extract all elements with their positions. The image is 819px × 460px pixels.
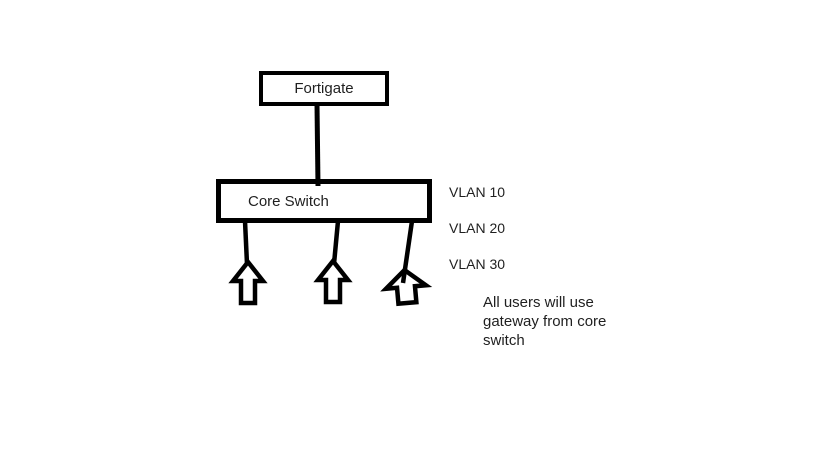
vlan-20-label: VLAN 20	[449, 220, 506, 236]
drop-line	[242, 220, 250, 265]
up-arrow-icon	[228, 258, 268, 306]
note-text: All users will use gateway from core swi…	[483, 294, 607, 349]
node-fortigate: Fortigate	[259, 71, 389, 106]
connector-line	[314, 103, 321, 187]
vlan-30-label: VLAN 30	[449, 256, 506, 272]
drop-line	[331, 220, 341, 265]
up-arrow-icon	[313, 257, 353, 305]
up-arrow-icon	[380, 267, 433, 307]
vlan-10-label: VLAN 10	[449, 184, 506, 200]
node-core-switch: Core Switch	[216, 179, 432, 223]
node-fortigate-label: Fortigate	[294, 80, 354, 97]
node-core-switch-label: Core Switch	[248, 192, 329, 210]
drop-line	[400, 220, 415, 284]
